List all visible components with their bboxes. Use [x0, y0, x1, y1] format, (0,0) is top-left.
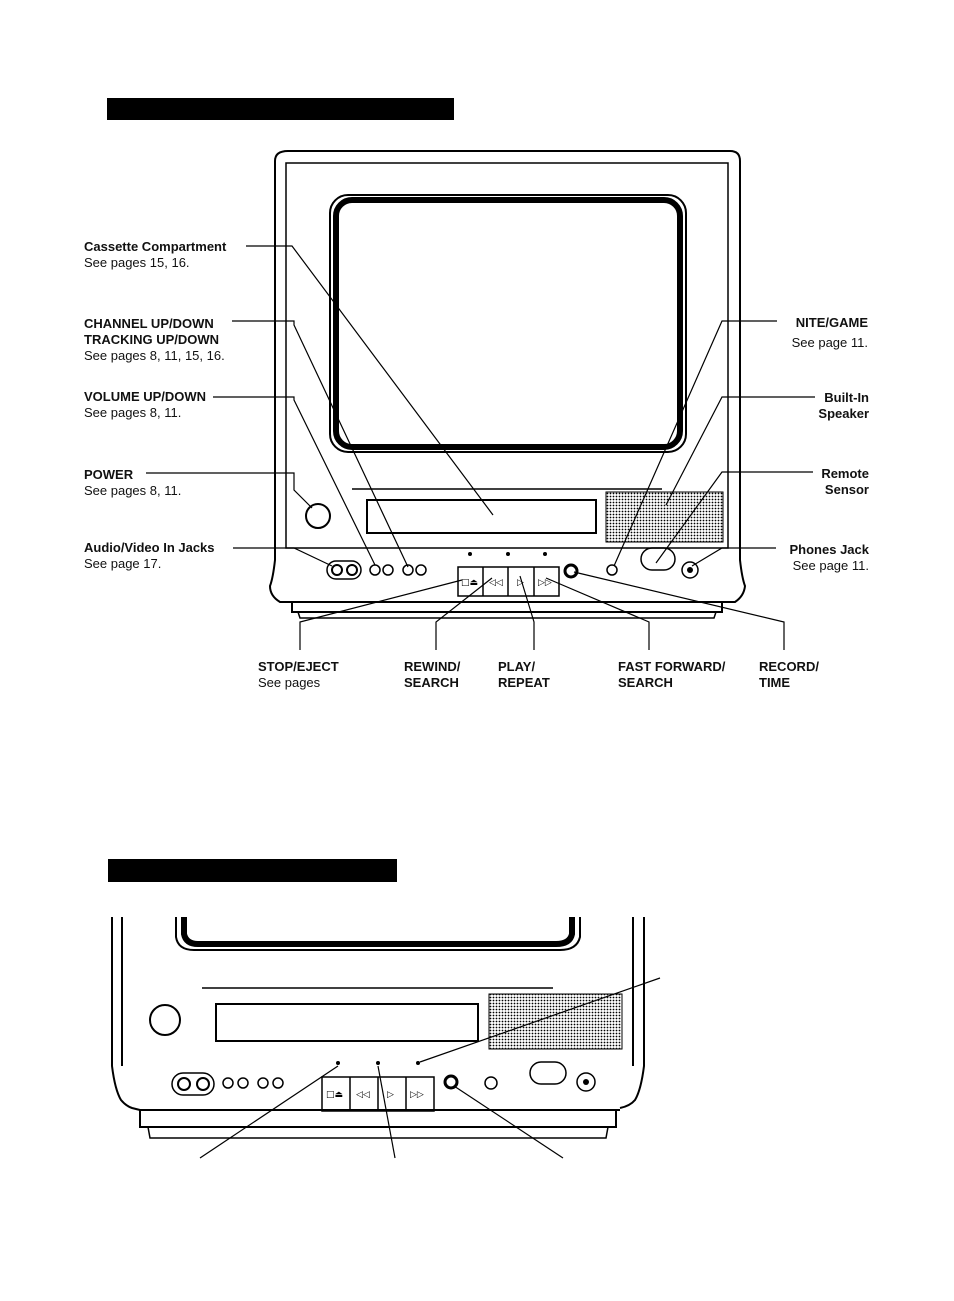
- svg-text:□⏏: □⏏: [326, 1090, 343, 1100]
- svg-text:□⏏: □⏏: [461, 578, 478, 588]
- label-play: PLAY/REPEAT: [498, 659, 550, 690]
- svg-text:▷▷: ▷▷: [410, 1090, 424, 1100]
- svg-text:◁◁: ◁◁: [489, 578, 503, 588]
- label-fast-forward: FAST FORWARD/SEARCH: [618, 659, 726, 690]
- svg-text:▷▷: ▷▷: [538, 578, 552, 588]
- tv-vcr-front-diagram: □⏏ ◁◁ ▷ ▷▷: [146, 150, 815, 650]
- label-rewind: REWIND/SEARCH: [404, 659, 461, 690]
- section-header-bar-front-panel: [107, 98, 454, 120]
- section-header-bar-indicators: [108, 859, 397, 882]
- svg-text:▷: ▷: [387, 1090, 394, 1100]
- label-record: RECORD/TIME: [759, 659, 819, 690]
- svg-text:▷: ▷: [517, 578, 524, 588]
- svg-text:◁◁: ◁◁: [356, 1090, 370, 1100]
